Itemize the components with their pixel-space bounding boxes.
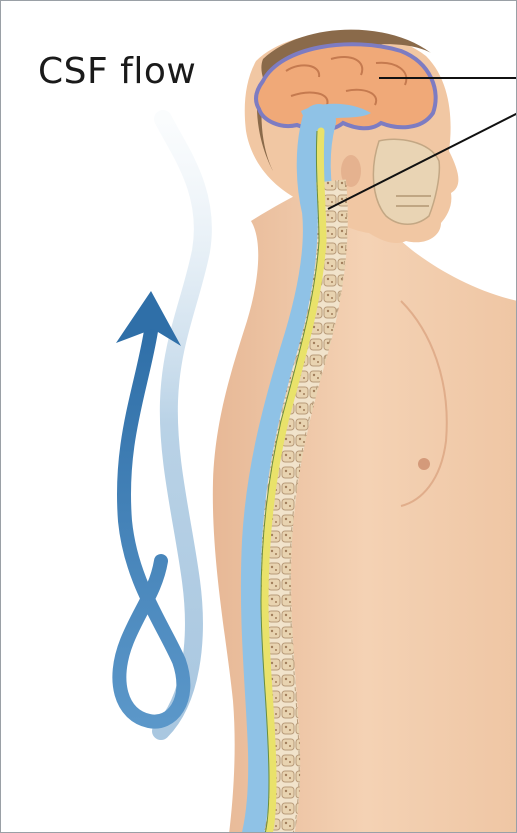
anatomy-illustration: [1, 1, 517, 833]
diagram-canvas: CSF flow: [0, 0, 517, 833]
